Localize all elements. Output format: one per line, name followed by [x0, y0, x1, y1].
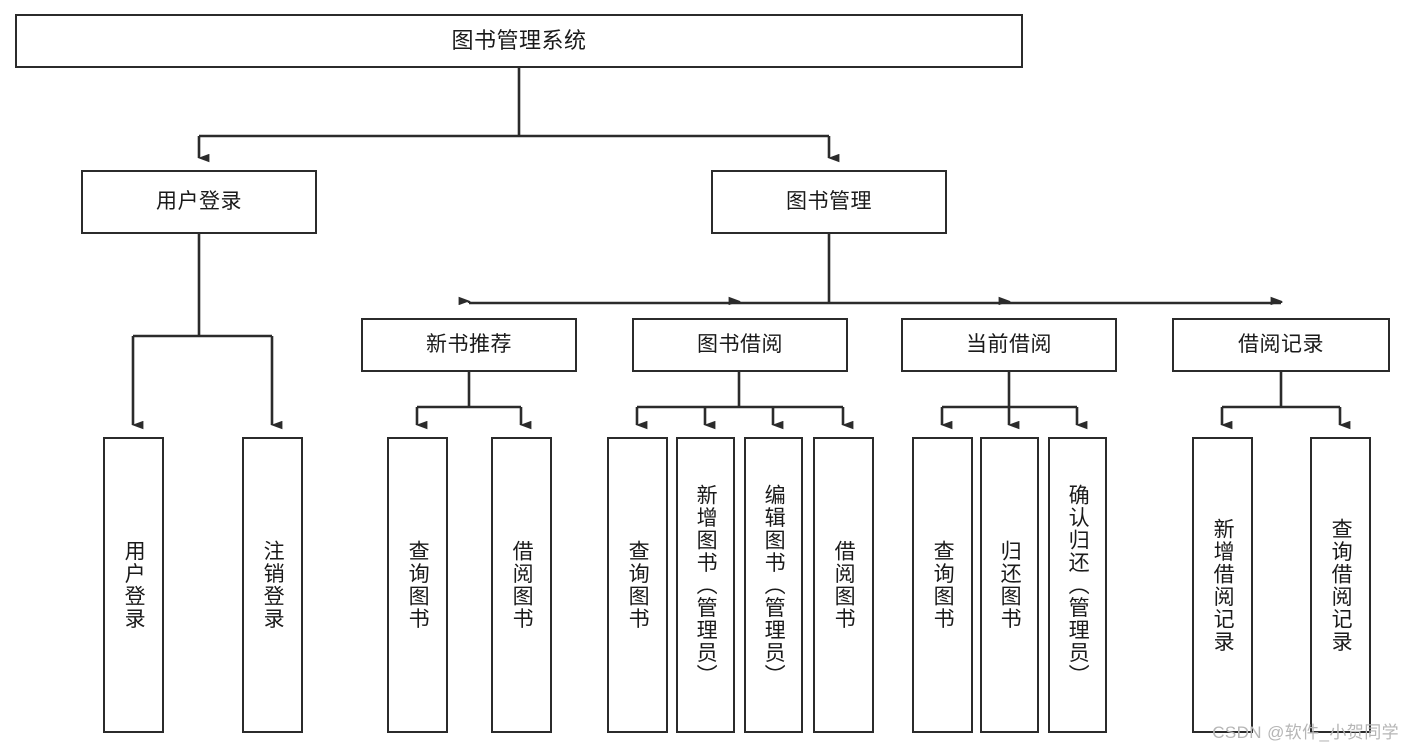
- edges-user-login-to-leaves: [131, 234, 283, 430]
- node-user-login-label: 用户登录: [156, 190, 242, 214]
- node-borrow-record[interactable]: 借阅记录: [1172, 318, 1390, 372]
- leaf-query-book-recommend-label: 查询图书: [406, 540, 430, 630]
- leaf-query-borrow-record[interactable]: 查询借阅记录: [1310, 437, 1371, 733]
- node-new-book-recommend[interactable]: 新书推荐: [361, 318, 577, 372]
- edges-borrow-record-to-leaves: [1220, 372, 1351, 430]
- leaf-edit-book[interactable]: 编辑图书（管理员）: [744, 437, 803, 733]
- leaf-user-login-label: 用户登录: [122, 540, 146, 630]
- node-book-management-label: 图书管理: [786, 190, 872, 214]
- edges-book-borrow-to-leaves: [635, 372, 854, 430]
- leaf-add-borrow-record-label: 新增借阅记录: [1211, 517, 1235, 653]
- node-current-borrow[interactable]: 当前借阅: [901, 318, 1117, 372]
- leaf-add-borrow-record[interactable]: 新增借阅记录: [1192, 437, 1253, 733]
- node-book-borrow-label: 图书借阅: [697, 333, 783, 357]
- edges-new-book-recommend-to-leaves: [415, 372, 532, 430]
- leaf-return-book[interactable]: 归还图书: [980, 437, 1039, 733]
- leaf-add-book-label: 新增图书（管理员）: [694, 483, 718, 687]
- node-borrow-record-label: 借阅记录: [1238, 333, 1324, 357]
- leaf-borrow-book-recommend[interactable]: 借阅图书: [491, 437, 552, 733]
- leaf-borrow-book[interactable]: 借阅图书: [813, 437, 874, 733]
- leaf-return-book-label: 归还图书: [998, 540, 1022, 630]
- node-root-book-management-system[interactable]: 图书管理系统: [15, 14, 1023, 68]
- leaf-borrow-book-label: 借阅图书: [832, 540, 856, 630]
- leaf-edit-book-label: 编辑图书（管理员）: [762, 483, 786, 687]
- node-current-borrow-label: 当前借阅: [966, 333, 1052, 357]
- edges-book-management-to-level2: [458, 234, 1283, 306]
- leaf-user-login[interactable]: 用户登录: [103, 437, 164, 733]
- node-new-book-recommend-label: 新书推荐: [426, 333, 512, 357]
- leaf-user-logout[interactable]: 注销登录: [242, 437, 303, 733]
- leaf-query-borrow-record-label: 查询借阅记录: [1329, 517, 1353, 653]
- edges-root-to-level1: [197, 68, 840, 163]
- leaf-query-book-recommend[interactable]: 查询图书: [387, 437, 448, 733]
- leaf-query-book-current[interactable]: 查询图书: [912, 437, 973, 733]
- leaf-confirm-return[interactable]: 确认归还（管理员）: [1048, 437, 1107, 733]
- leaf-confirm-return-label: 确认归还（管理员）: [1066, 483, 1090, 687]
- edges-current-borrow-to-leaves: [940, 372, 1088, 430]
- csdn-watermark: CSDN @软件_小贺同学: [1212, 723, 1399, 742]
- node-root-label: 图书管理系统: [451, 27, 587, 53]
- node-user-login[interactable]: 用户登录: [81, 170, 317, 234]
- node-book-management[interactable]: 图书管理: [711, 170, 947, 234]
- leaf-query-book-current-label: 查询图书: [931, 540, 955, 630]
- leaf-add-book[interactable]: 新增图书（管理员）: [676, 437, 735, 733]
- node-book-borrow[interactable]: 图书借阅: [632, 318, 848, 372]
- leaf-user-logout-label: 注销登录: [261, 540, 285, 630]
- leaf-query-book-borrow[interactable]: 查询图书: [607, 437, 668, 733]
- leaf-borrow-book-recommend-label: 借阅图书: [510, 540, 534, 630]
- leaf-query-book-borrow-label: 查询图书: [626, 540, 650, 630]
